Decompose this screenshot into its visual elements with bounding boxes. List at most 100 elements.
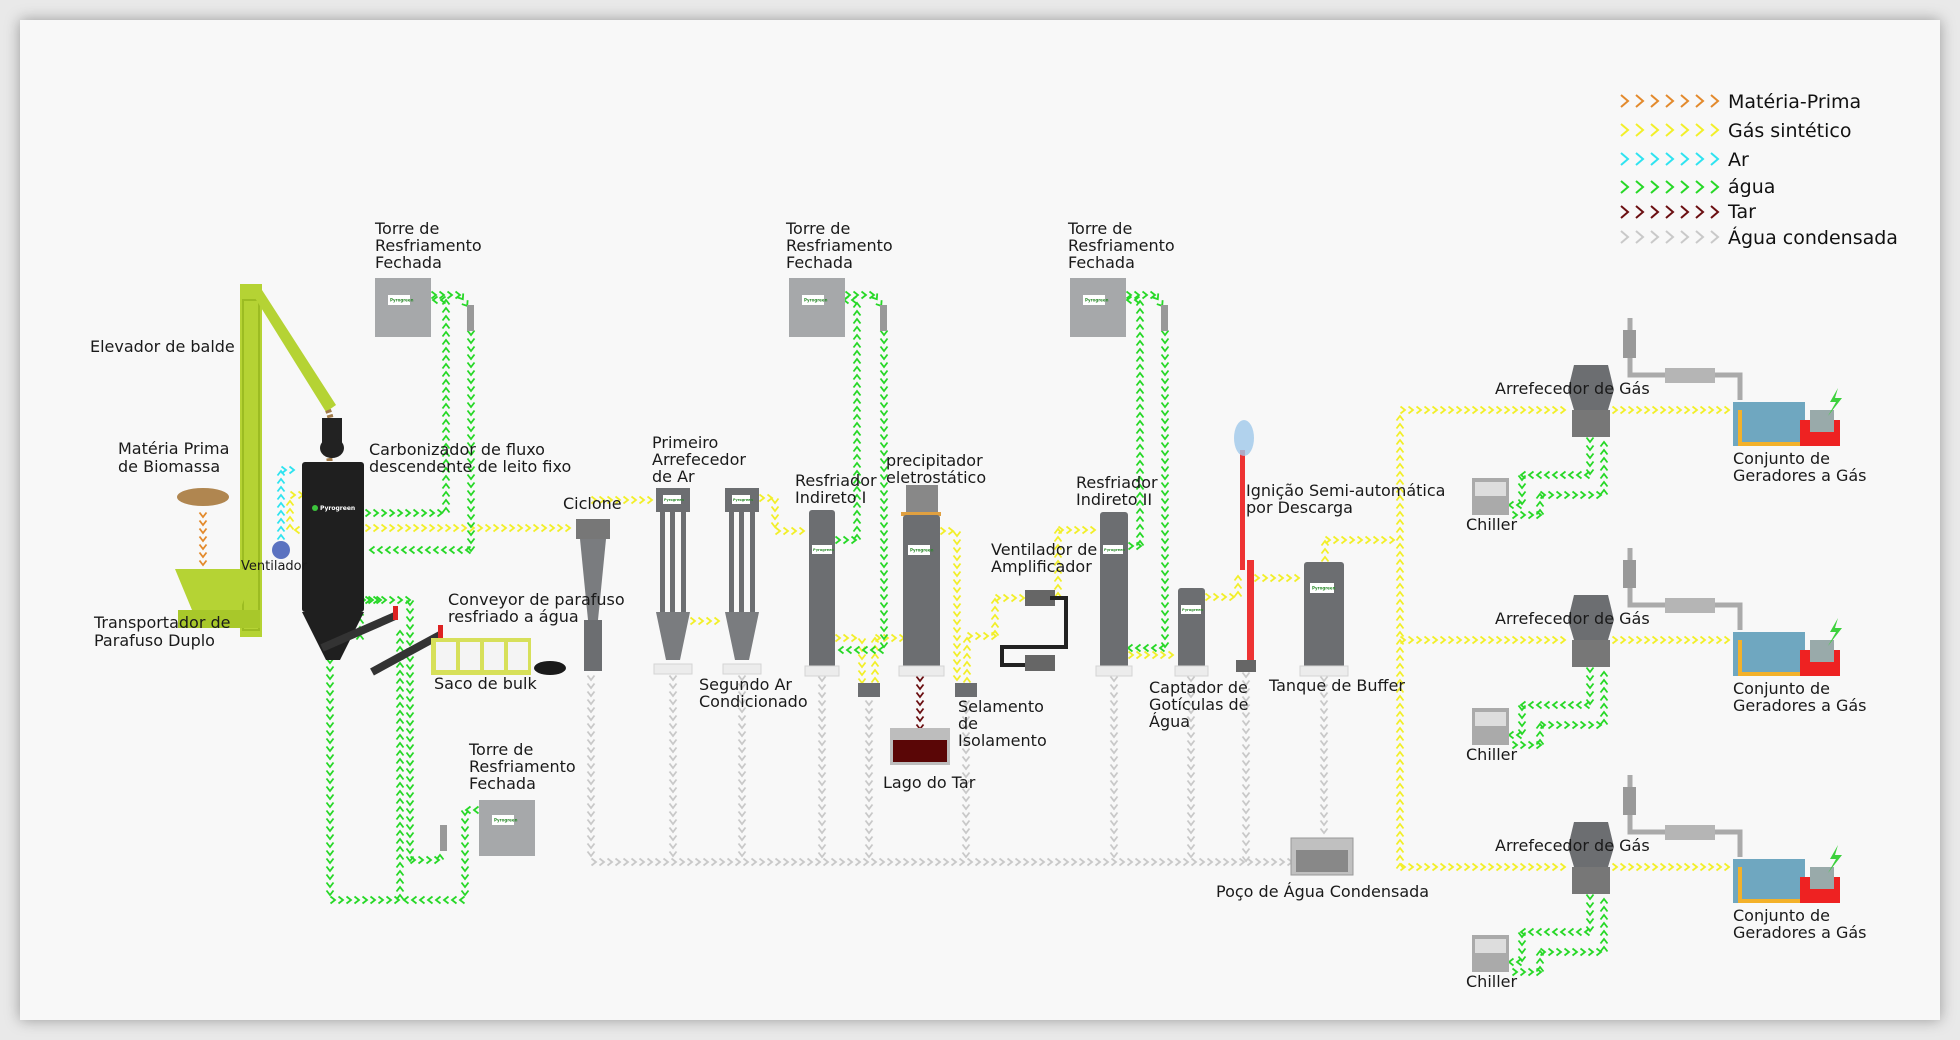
flow-chevron [737, 770, 747, 778]
flow-chevron [1233, 590, 1243, 598]
flow-chevron [276, 485, 286, 493]
flow-chevron [395, 773, 405, 781]
flow-chevron [376, 545, 384, 555]
flow-chevron [834, 535, 842, 545]
flow-chevron [879, 409, 889, 417]
flow-chevron [380, 523, 388, 533]
flow-chevron [1160, 609, 1170, 617]
isolation-seal-2 [955, 683, 977, 697]
flow-chevron [1667, 862, 1675, 872]
legend-chevron [1635, 123, 1645, 137]
flow-chevron [1160, 449, 1170, 457]
flow-chevron [405, 839, 415, 847]
flow-chevron [1511, 740, 1519, 750]
flow-chevron [974, 857, 982, 867]
flow-chevron [1133, 295, 1141, 305]
flow-chevron [918, 857, 926, 867]
brand-logo-text: Pyrogreen [390, 298, 414, 303]
flow-chevron [1395, 710, 1405, 718]
flow-chevron [441, 306, 451, 314]
flow-chevron [1699, 405, 1707, 415]
flow-chevron [325, 769, 335, 777]
flow-chevron [1423, 405, 1431, 415]
flow-chevron [837, 645, 845, 655]
flow-chevron [1159, 650, 1167, 660]
flow-chevron [1539, 947, 1547, 957]
flow-chevron [1241, 679, 1251, 687]
flow-chevron [1599, 456, 1609, 464]
flow-chevron [737, 674, 747, 682]
flow-chevron [1515, 500, 1523, 510]
flow-chevron [1599, 694, 1609, 702]
flow-chevron [1517, 712, 1527, 720]
label-condensate-well: Poço de Água Condensada [1216, 882, 1429, 901]
flow-chevron [782, 526, 790, 536]
flow-chevron [276, 477, 286, 485]
flow-chevron [466, 497, 476, 505]
flow-chevron [1278, 857, 1286, 867]
flow-chevron [404, 508, 412, 518]
flow-chevron [638, 857, 646, 867]
flow-chevron [1094, 857, 1102, 867]
flow-chevron [420, 508, 428, 518]
flow-chevron [1186, 723, 1196, 731]
flow-chevron [879, 393, 889, 401]
flow-chevron [864, 851, 874, 859]
flow-chevron [1585, 682, 1595, 690]
flow-chevron [1517, 931, 1527, 939]
flow-chevron [1559, 862, 1567, 872]
flow-chevron [444, 523, 452, 533]
flow-chevron [1372, 535, 1380, 545]
flow-chevron [1241, 727, 1251, 735]
flow-chevron [1109, 851, 1119, 859]
label-amplifier-fan: Ventilador de [991, 540, 1097, 559]
flow-chevron [1186, 739, 1196, 747]
flow-chevron [879, 561, 889, 569]
flow-chevron [400, 545, 408, 555]
legend-arrows [1620, 94, 1720, 244]
flow-chevron [1014, 857, 1022, 867]
flow-chevron [1102, 857, 1110, 867]
flow-chevron [1399, 635, 1407, 645]
flow-chevron [1463, 635, 1471, 645]
legend-chevron [1635, 230, 1645, 244]
flow-chevron [436, 523, 444, 533]
legend-arrow-0 [1620, 94, 1720, 108]
flow-chevron [879, 481, 889, 489]
label-seal: de [958, 714, 978, 733]
flow-chevron [630, 495, 638, 505]
exhaust-muffler [1623, 775, 1743, 857]
flow-chevron [1585, 901, 1595, 909]
flow-chevron [606, 857, 614, 867]
flow-chevron [280, 465, 288, 475]
flow-chevron [864, 763, 874, 771]
label-indirect-cooler-1: Indireto I [795, 488, 866, 507]
flow-chevron [1599, 897, 1609, 905]
flow-chevron [369, 895, 377, 905]
flow-chevron [586, 850, 596, 858]
flow-chevron [879, 497, 889, 505]
flow-chevron [586, 754, 596, 762]
flow-chevron [694, 857, 702, 867]
flow-chevron [852, 469, 862, 477]
flow-chevron [428, 523, 436, 533]
flow-chevron [770, 497, 780, 505]
flow-chevron [395, 821, 405, 829]
legend-raw-material: Matéria-Prima [1728, 91, 1861, 113]
flow-chevron [1135, 299, 1145, 307]
flow-chevron [1399, 862, 1407, 872]
flow-chevron [1495, 635, 1503, 645]
flow-chevron [285, 499, 295, 507]
flow-chevron [395, 805, 405, 813]
flow-chevron [1319, 787, 1329, 795]
flow-chevron [417, 855, 425, 865]
flow-chevron [466, 537, 476, 545]
flow-chevron [852, 517, 862, 525]
flow-chevron [952, 554, 962, 562]
flow-chevron [325, 681, 335, 689]
label-gas-cooler: Arrefecedor de Gás [1495, 609, 1650, 628]
flow-chevron [1241, 847, 1251, 855]
flow-chevron [1319, 739, 1329, 747]
flow-chevron [1126, 857, 1134, 867]
flow-chevron [1599, 905, 1609, 913]
